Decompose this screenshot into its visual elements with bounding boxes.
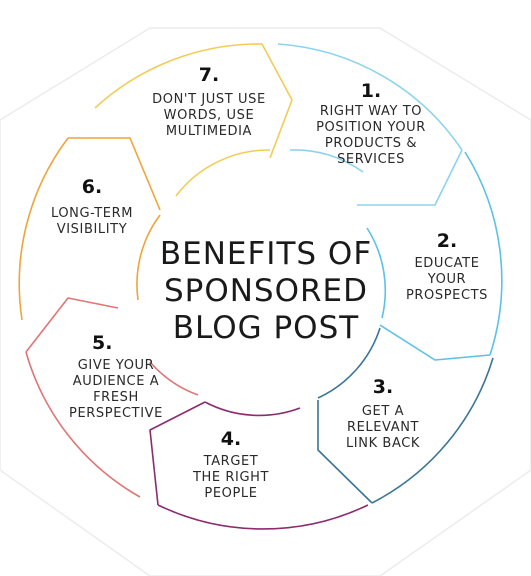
segment-5-outline (25, 297, 199, 498)
segment-7-outline (94, 43, 293, 197)
step-5-line-1: GIVE YOUR (77, 358, 155, 373)
step-1-line-3: PRODUCTS & (324, 136, 418, 151)
step-2-number: 2. (436, 230, 458, 252)
segment-3-outline (317, 327, 494, 504)
step-1-line-1: RIGHT WAY TO (319, 104, 423, 119)
step-3-line-2: RELEVANT (346, 420, 420, 435)
background-octagon (0, 27, 531, 576)
step-3-number: 3. (372, 376, 394, 398)
step-5: 5. GIVE YOUR AUDIENCE A FRESH PERSPECTIV… (54, 332, 178, 422)
step-7-line-1: DON'T JUST USE (152, 92, 266, 107)
step-2-line-2: YOUR (427, 272, 467, 287)
step-2-line-1: EDUCATE (414, 256, 480, 271)
step-5-line-3: FRESH (93, 390, 139, 405)
step-7: 7. DON'T JUST USE WORDS, USE MULTIMEDIA (138, 64, 280, 140)
step-7-line-2: WORDS, USE (163, 108, 255, 123)
step-3: 3. GET A RELEVANT LINK BACK (328, 376, 438, 452)
step-6-line-2: VISIBILITY (56, 222, 128, 237)
step-1-number: 1. (360, 80, 382, 102)
step-5-number: 5. (92, 332, 113, 354)
step-5-line-2: AUDIENCE A (72, 374, 160, 389)
step-1-line-2: POSITION YOUR (316, 120, 426, 135)
step-6: 6. LONG-TERM VISIBILITY (36, 176, 148, 238)
step-2-line-3: PROSPECTS (405, 288, 489, 303)
title-line-1: BENEFITS OF (159, 236, 373, 272)
step-4-number: 4. (220, 428, 242, 450)
step-3-line-3: LINK BACK (345, 436, 421, 451)
step-4-line-2: THE RIGHT (192, 470, 270, 485)
segment-1-outline (277, 43, 463, 206)
step-6-line-1: LONG-TERM (50, 206, 134, 221)
step-6-number: 6. (81, 176, 103, 198)
title-line-2: SPONSORED (163, 273, 369, 309)
step-4-line-3: PEOPLE (204, 486, 258, 501)
step-4-line-1: TARGET (203, 454, 259, 469)
diagram-title: BENEFITS OF SPONSORED BLOG POST (140, 236, 392, 347)
step-7-number: 7. (198, 64, 220, 86)
step-1-line-4: SERVICES (337, 152, 405, 167)
title-line-3: BLOG POST (172, 310, 360, 346)
segment-2-outline (366, 151, 503, 361)
step-5-line-4: PERSPECTIVE (69, 406, 163, 421)
step-1: 1. RIGHT WAY TO POSITION YOUR PRODUCTS &… (296, 80, 446, 168)
step-7-line-3: MULTIMEDIA (165, 124, 253, 139)
segment-6-outline (18, 137, 161, 321)
step-4: 4. TARGET THE RIGHT PEOPLE (176, 428, 286, 502)
step-2: 2. EDUCATE YOUR PROSPECTS (392, 230, 502, 304)
step-3-line-1: GET A (361, 404, 405, 419)
segment-4-outline (149, 401, 369, 530)
